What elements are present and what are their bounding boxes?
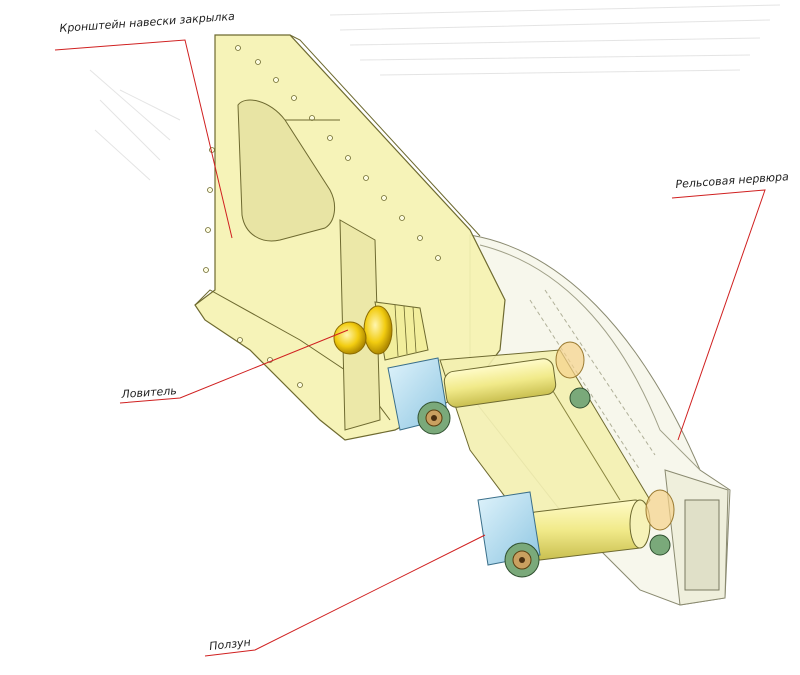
- lower-connecting-pin: [526, 499, 651, 561]
- leader-rail-rib: [671, 189, 766, 441]
- bracket-cutout: [237, 99, 336, 242]
- upper-roller: [387, 357, 451, 435]
- catcher: [333, 301, 429, 361]
- rail-rollers: [555, 341, 675, 556]
- slider: [477, 491, 541, 578]
- rail-rib-end-pocket: [684, 499, 720, 591]
- leader-lines: [54, 39, 766, 657]
- background-sketch-lines: [89, 4, 781, 181]
- leader-bracket: [54, 39, 233, 239]
- leader-slider: [204, 534, 486, 657]
- bracket-bolt-holes: [203, 45, 441, 388]
- upper-connecting-pin: [443, 358, 557, 408]
- flap-bracket: [194, 34, 506, 441]
- leader-catcher: [119, 329, 349, 404]
